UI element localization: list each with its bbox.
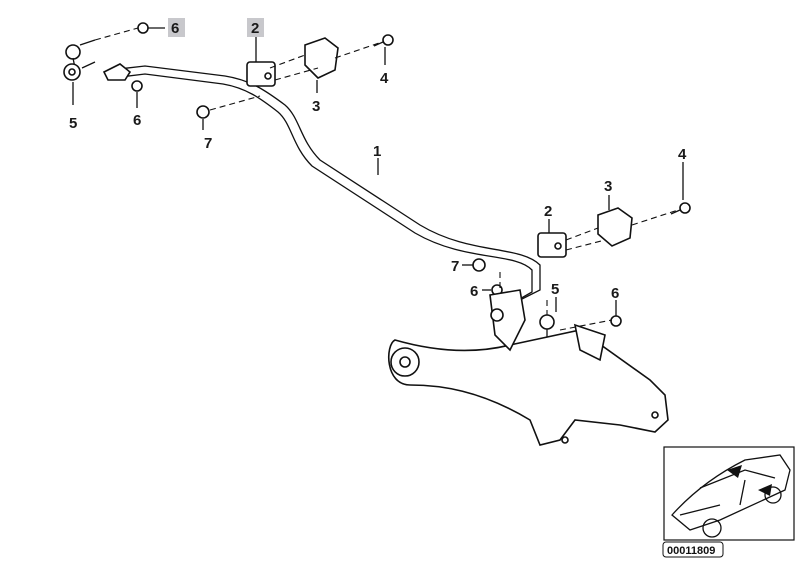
bolt-icon[interactable]	[373, 34, 394, 47]
vehicle-location-thumbnail	[663, 446, 795, 541]
callout-3[interactable]: 3	[312, 98, 320, 115]
callout-5[interactable]: 5	[69, 115, 77, 132]
diagram-code: 00011809	[667, 545, 715, 557]
callout-3[interactable]: 3	[604, 178, 612, 195]
callout-6[interactable]: 6	[470, 283, 478, 300]
rubber-mount-left[interactable]	[246, 61, 276, 87]
callout-6[interactable]: 6	[611, 285, 619, 302]
nut-icon[interactable]	[137, 22, 149, 34]
rubber-mount-right[interactable]	[537, 232, 567, 258]
clamp-left[interactable]	[304, 37, 339, 79]
leader-lines	[72, 27, 684, 316]
highlight-box	[168, 18, 185, 37]
nut-icon[interactable]	[610, 315, 622, 327]
diagram-code-box	[662, 541, 724, 558]
callout-7[interactable]: 7	[451, 258, 459, 275]
callout-4[interactable]: 4	[380, 70, 389, 87]
nut-icon[interactable]	[196, 105, 210, 119]
control-arm[interactable]	[388, 289, 669, 446]
clamp-right[interactable]	[597, 207, 633, 247]
callout-6-highlighted[interactable]: 6	[171, 20, 179, 37]
callout-2[interactable]: 2	[544, 203, 552, 220]
callout-6[interactable]: 6	[133, 112, 141, 129]
callout-4[interactable]: 4	[678, 146, 687, 163]
dashed-leaders	[94, 27, 679, 331]
callout-5[interactable]: 5	[551, 281, 559, 298]
stabilizer-link-left[interactable]	[63, 39, 96, 81]
nut-icon[interactable]	[472, 258, 486, 272]
nut-icon[interactable]	[131, 80, 143, 92]
bolt-icon[interactable]	[670, 202, 691, 215]
highlight-box	[247, 18, 264, 37]
callout-7[interactable]: 7	[204, 135, 212, 152]
callout-2-highlighted[interactable]: 2	[251, 20, 259, 37]
callout-1[interactable]: 1	[373, 143, 381, 160]
